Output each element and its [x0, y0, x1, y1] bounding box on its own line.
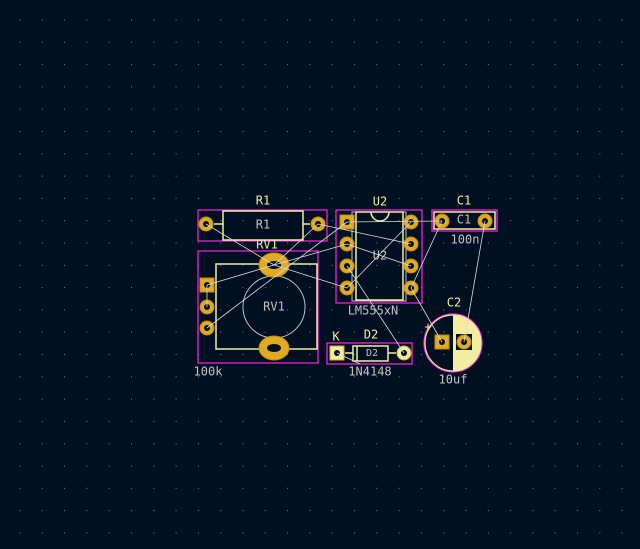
u2-courtyard: [335, 209, 423, 304]
c1-courtyard: [431, 209, 498, 232]
u2-body: [355, 211, 404, 301]
r1-fab-reference: R1: [256, 218, 270, 232]
rv1-value: 100k: [194, 365, 224, 379]
r1-body: [222, 210, 304, 241]
c1-fab-reference: C1: [457, 213, 471, 227]
d2-pin-label-k: K: [332, 330, 340, 344]
d2-fab-reference: D2: [366, 348, 378, 359]
c2-courtyard: [423, 313, 483, 373]
ratsnest: [205, 220, 486, 365]
footprint-d2[interactable]: K D2 D2 1N4148: [326, 328, 413, 379]
u2-value: LM555xN: [348, 304, 399, 318]
rv1-reference: RV1: [256, 238, 278, 252]
rv1-fab-reference: RV1: [263, 300, 285, 314]
d2-value: 1N4148: [348, 365, 391, 379]
r1-courtyard: [197, 209, 328, 242]
c2-polarity-mark: +: [424, 320, 431, 334]
r1-reference: R1: [256, 194, 270, 208]
c1-reference: C1: [457, 194, 471, 208]
u2-reference: U2: [373, 195, 387, 209]
c2-value: 10uf: [439, 373, 468, 387]
c2-reference: C2: [447, 296, 461, 310]
footprint-c2[interactable]: C2 + 10uf: [423, 296, 483, 387]
rv1-courtyard: [197, 250, 319, 364]
d2-reference: D2: [364, 328, 378, 342]
c1-value: 100n: [451, 233, 480, 247]
footprint-c1[interactable]: C1 C1 100n: [431, 194, 498, 247]
d2-courtyard: [326, 342, 413, 365]
